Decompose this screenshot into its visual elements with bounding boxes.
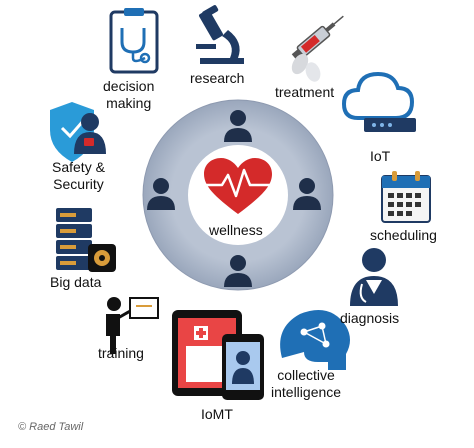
- clipboard-stethoscope-icon: [109, 8, 159, 74]
- label-research: research: [190, 70, 245, 86]
- brain-network-icon: [280, 310, 350, 370]
- label-treatment: treatment: [275, 84, 335, 100]
- label-decision-making: decision making: [103, 78, 155, 111]
- tablet-phone-icon: [172, 310, 264, 400]
- doctor-icon: [350, 248, 398, 306]
- person-icon-left: [147, 178, 175, 210]
- label-safety-security: Safety & Security: [52, 159, 105, 192]
- calendar-icon: [381, 171, 431, 223]
- label-diagnosis: diagnosis: [340, 310, 400, 326]
- label-iomt: IoMT: [201, 406, 233, 422]
- label-big-data: Big data: [50, 274, 102, 290]
- server-gear-icon: [56, 208, 116, 272]
- label-collective-intelligence: collective intelligence: [271, 367, 342, 400]
- label-scheduling: scheduling: [370, 227, 437, 243]
- credit-text: © Raed Tawil: [18, 421, 84, 433]
- cloud-router-icon: [341, 71, 416, 132]
- label-iot: IoT: [370, 148, 391, 164]
- shield-person-icon: [50, 102, 106, 162]
- presenter-board-icon: [106, 297, 159, 354]
- center-label: wellness: [209, 222, 263, 238]
- person-icon-top: [224, 110, 252, 142]
- heart-icon: [198, 158, 278, 214]
- person-icon-bottom: [224, 255, 252, 287]
- person-icon-right: [293, 178, 321, 210]
- label-training: training: [98, 345, 144, 361]
- syringe-pills-icon: [291, 15, 344, 82]
- microscope-icon: [196, 5, 244, 64]
